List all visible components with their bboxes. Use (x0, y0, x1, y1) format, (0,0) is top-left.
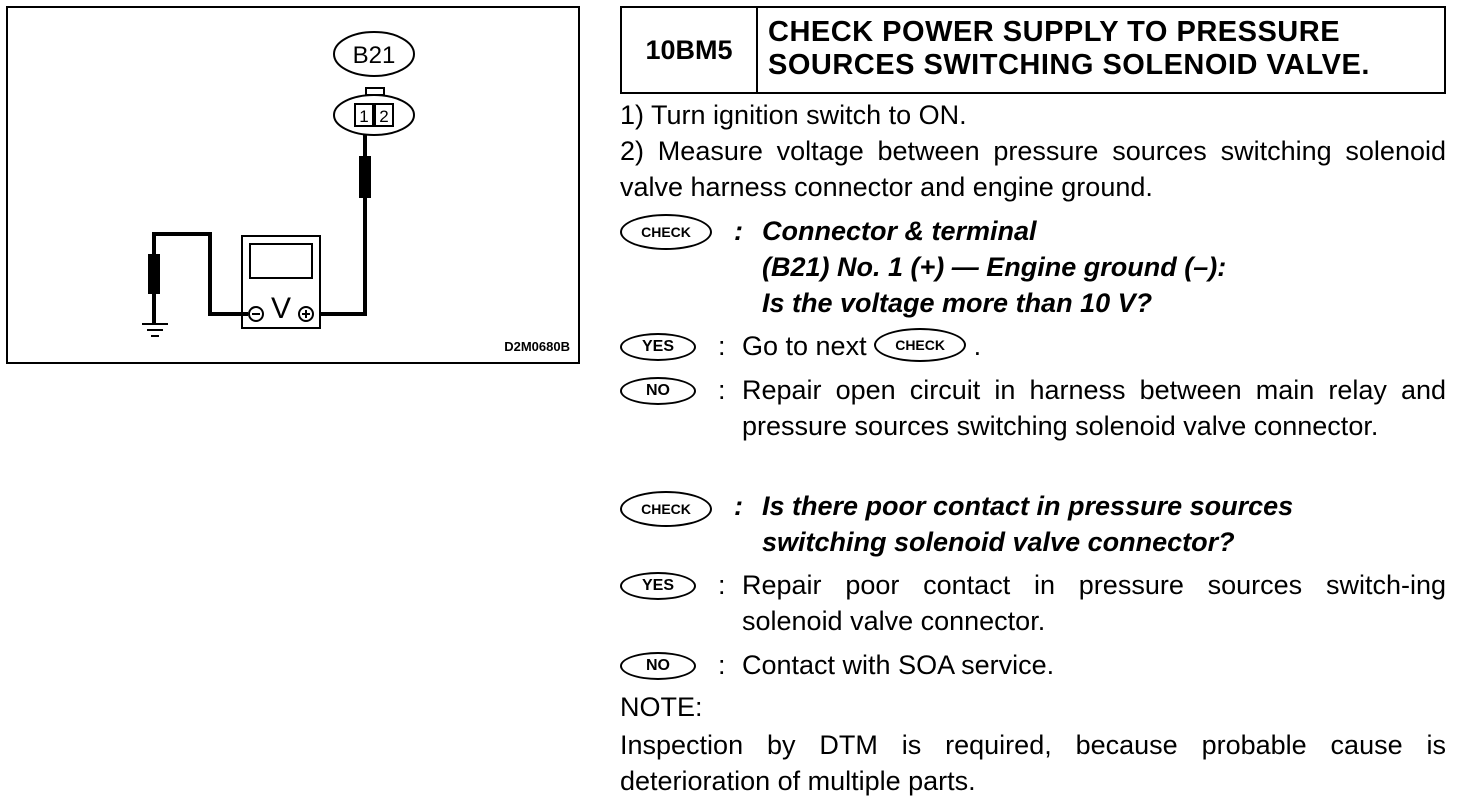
yes-2-text: Repair poor contact in pressure sources … (742, 570, 1446, 636)
negative-probe-handle (148, 254, 160, 294)
yes-badge-icon: YES (620, 333, 696, 361)
yes-1-text: Go to next CHECK . (742, 327, 1446, 365)
pin-1-label: 1 (359, 107, 368, 126)
diagram-drawing: B21 1 2 V (142, 31, 415, 337)
yes-2-colon: : (718, 570, 726, 600)
step-title-line-2: SOURCES SWITCHING SOLENOID VALVE. (768, 49, 1370, 81)
positive-probe-handle (359, 156, 371, 198)
note-label: NOTE: (620, 692, 703, 722)
check-badge-icon: CHECK (620, 214, 712, 250)
ground-icon (142, 323, 168, 337)
no-1: NO : Repair open circuit in harness betw… (620, 372, 1446, 482)
connector-pin-1 (354, 103, 374, 127)
negative-probe-wire (152, 232, 248, 324)
no-2: NO : Contact with SOA service. (620, 647, 1446, 687)
no-1-text: Repair open circuit in harness between m… (742, 375, 1446, 441)
no-2-colon: : (718, 650, 726, 680)
connector-lock-tab (365, 87, 385, 96)
check-1-line-1: Connector & terminal (762, 216, 1037, 246)
pin-2-label: 2 (379, 107, 388, 126)
yes-1-text-suffix: . (973, 331, 982, 361)
negative-terminal-icon (248, 306, 264, 322)
connector-icon (333, 94, 415, 136)
connector-label-oval (333, 31, 415, 77)
step-title-line-1: CHECK POWER SUPPLY TO PRESSURE (768, 16, 1341, 48)
connector-label: B21 (353, 42, 396, 69)
connector-pin-2 (374, 103, 394, 127)
step-code: 10BM5 (622, 8, 758, 92)
no-2-text: Contact with SOA service. (742, 650, 1055, 680)
check-2: CHECK : Is there poor contact in pressur… (620, 488, 1446, 562)
no-badge-icon: NO (620, 377, 696, 405)
step-header: 10BM5 CHECK POWER SUPPLY TO PRESSURE SOU… (620, 6, 1446, 94)
yes-2: YES : Repair poor contact in pressure so… (620, 567, 1446, 641)
wiring-diagram: B21 1 2 V D2M0680B (6, 6, 580, 364)
check-1-line-2: (B21) No. 1 (+) — Engine ground (–): (762, 252, 1227, 282)
check-2-line-1: Is there poor contact in pressure source… (762, 491, 1294, 521)
yes-badge-icon: YES (620, 572, 696, 600)
check-2-text: Is there poor contact in pressure source… (762, 488, 1446, 560)
check-2-line-2: switching solenoid valve connector? (762, 527, 1235, 557)
step-title: CHECK POWER SUPPLY TO PRESSURE SOURCES S… (758, 8, 1444, 92)
step-2: 2) Measure voltage between pressure sour… (620, 136, 1446, 202)
yes-1-text-prefix: Go to next (742, 331, 867, 361)
check-1-line-3: Is the voltage more than 10 V? (762, 288, 1153, 318)
positive-terminal-icon (298, 306, 314, 322)
voltmeter-display (249, 243, 313, 279)
yes-1: YES : Go to next CHECK . (620, 327, 1446, 368)
check-1-colon: : (734, 216, 743, 246)
no-1-colon: : (718, 375, 726, 405)
figure-code: D2M0680B (504, 339, 570, 354)
voltmeter-symbol: V (271, 292, 291, 325)
note-text: Inspection by DTM is required, because p… (620, 730, 1446, 796)
step-1: 1) Turn ignition switch to ON. (620, 100, 967, 130)
no-badge-icon: NO (620, 652, 696, 680)
check-1: CHECK : Connector & terminal (B21) No. 1… (620, 213, 1446, 323)
check-2-colon: : (734, 491, 743, 521)
yes-1-colon: : (718, 331, 726, 361)
inline-check-badge-icon: CHECK (874, 327, 967, 362)
check-1-text: Connector & terminal (B21) No. 1 (+) — E… (762, 213, 1446, 321)
check-badge-icon: CHECK (620, 491, 712, 527)
